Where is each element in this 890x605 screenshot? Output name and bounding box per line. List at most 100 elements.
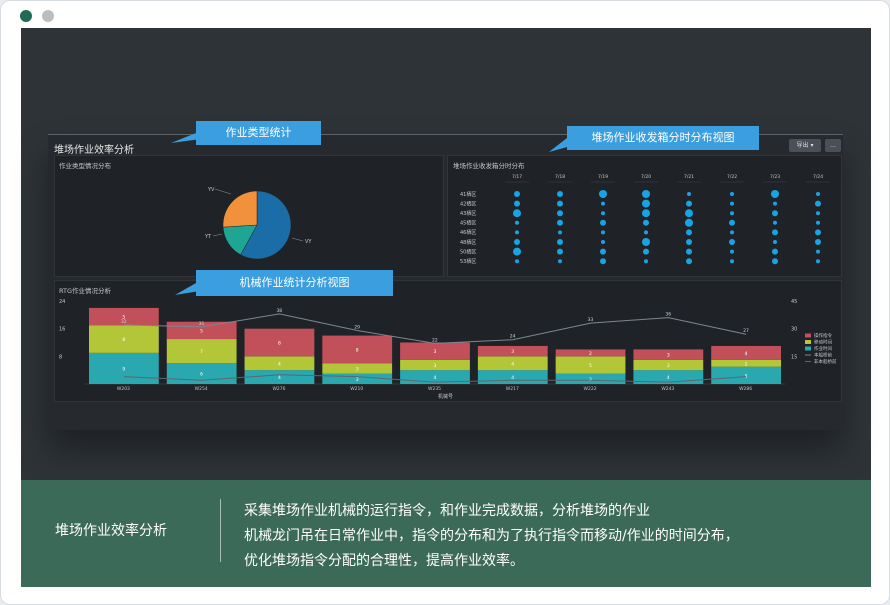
bubble-point xyxy=(601,240,605,244)
footer-description: 采集堆场作业机械的运行指令，和作业完成数据，分析堆场的作业 机械龙门吊在日常作业… xyxy=(244,499,844,574)
bubble-point xyxy=(685,209,693,218)
bubble-point xyxy=(816,259,820,264)
bubble-point xyxy=(643,248,649,255)
rtg-panel-title: RTG作业情况分析 xyxy=(59,287,112,295)
bubble-row-label: 53栖区 xyxy=(460,258,476,265)
bubble-point xyxy=(772,229,778,236)
bubble-point xyxy=(600,248,606,255)
rtg-bar-segment xyxy=(89,307,159,326)
rtg-bar-value: 3 xyxy=(356,366,359,372)
bubble-point xyxy=(642,209,650,218)
rtg-category-label: W210 xyxy=(350,386,363,392)
pie-slice-vy xyxy=(240,190,292,260)
rtg-ytick-right: 30 xyxy=(791,327,797,333)
rtg-marks: 81624153045985W203675W254448W276338W2104… xyxy=(59,299,837,392)
rtg-category-label: W203 xyxy=(117,386,130,392)
rtg-bar-segment xyxy=(477,356,548,371)
bubble-point xyxy=(557,239,563,245)
pie-chart: YV YT VY xyxy=(204,187,312,260)
more-button[interactable]: ... xyxy=(825,139,841,152)
rtg-legend-label: 操作指令 xyxy=(814,332,832,339)
bubble-point xyxy=(515,230,519,235)
rtg-category-label: W286 xyxy=(739,386,752,392)
rtg-line-value: 38 xyxy=(276,308,282,314)
bubble-point xyxy=(599,190,607,198)
bubble-date-label: 7/24 xyxy=(813,174,823,180)
callout-machine-tail xyxy=(175,283,200,295)
rtg-line-series xyxy=(123,374,747,383)
rtg-bar-value: 5 xyxy=(589,363,592,369)
bubble-point xyxy=(643,219,649,226)
bubble-point xyxy=(558,259,562,264)
bubble-point xyxy=(514,239,520,245)
window-close-dot[interactable] xyxy=(20,10,32,22)
bubble-point xyxy=(772,248,778,255)
bubble-row-label: 50栖区 xyxy=(460,248,476,255)
rtg-bar-value: 4 xyxy=(667,375,670,381)
rtg-bar-value: 6 xyxy=(200,372,203,378)
rtg-bar-value: 4 xyxy=(434,375,437,381)
pie-panel: 作业类型情况分布 YV YT VY xyxy=(54,155,444,277)
rtg-line-value: 33 xyxy=(588,317,594,323)
bubble-point xyxy=(730,230,734,235)
callout-job-type-tail xyxy=(171,133,201,143)
bubble-point xyxy=(730,211,734,216)
rtg-bar-value: 5 xyxy=(122,315,125,321)
bubble-point xyxy=(730,192,734,196)
bubble-row-label: 43栖区 xyxy=(460,210,476,217)
pie-leader-yt xyxy=(212,233,223,237)
window-minimize-dot[interactable] xyxy=(42,10,54,22)
rtg-line-series xyxy=(123,313,747,344)
rtg-bar-value: 5 xyxy=(200,328,203,334)
dashboard-title: 堆场作业效率分析 xyxy=(54,145,134,156)
dashboard-stage: 堆场作业效率分析 导出 ▾ ... 作业类型情况分布 YV YT VY 堆场作业… xyxy=(21,28,871,480)
bubble-point xyxy=(773,240,777,244)
rtg-category-label: W222 xyxy=(584,386,597,392)
bubble-date-label: 7/20 xyxy=(641,174,651,180)
export-button[interactable]: 导出 ▾ xyxy=(789,139,821,152)
rtg-bar-segment xyxy=(477,345,548,357)
bubble-point xyxy=(815,200,821,207)
rtg-bar-value: 8 xyxy=(356,347,359,353)
bubble-point xyxy=(686,229,692,236)
pie-labels: YV YT VY xyxy=(204,187,312,245)
rtg-bar-segment xyxy=(244,370,315,384)
footer-banner: 堆场作业效率分析 采集堆场作业机械的运行指令，和作业完成数据，分析堆场的作业 机… xyxy=(21,480,871,587)
bubble-row-label: 42栖区 xyxy=(460,200,476,207)
bubble-panel-title: 堆场作业收发箱分时分布 xyxy=(453,162,525,170)
bubble-point xyxy=(730,259,734,264)
rtg-bar-value: 3 xyxy=(434,363,437,369)
callout-bubble-tail xyxy=(549,138,571,152)
rtg-line-value: 22 xyxy=(432,337,438,343)
bubble-date-label: 7/23 xyxy=(770,174,780,180)
rtg-bar-value: 8 xyxy=(278,341,281,347)
bubble-point xyxy=(557,191,563,197)
pie-slices xyxy=(222,190,292,260)
bubble-point xyxy=(771,190,779,198)
rtg-category-label: W276 xyxy=(272,386,285,392)
rtg-bar-value: 9 xyxy=(122,366,125,372)
rtg-ytick-left: 16 xyxy=(59,327,65,333)
bubble-point xyxy=(644,230,648,235)
rtg-bar-value: 3 xyxy=(356,377,359,383)
bubble-point xyxy=(729,239,735,245)
rtg-bar-value: 2 xyxy=(745,361,748,367)
rtg-bar-segment xyxy=(244,328,315,357)
bubble-point xyxy=(557,200,563,207)
rtg-bar-value: 3 xyxy=(434,349,437,355)
rtg-bar-value: 4 xyxy=(745,351,748,357)
bubble-point xyxy=(513,209,521,218)
bubble-point xyxy=(601,201,605,206)
rtg-legend-label: 非本船桥前 xyxy=(814,358,837,365)
bubble-point xyxy=(816,192,820,196)
rtg-bar-value: 2 xyxy=(589,351,592,357)
rtg-ytick-left: 8 xyxy=(59,354,62,360)
rtg-bar-segment xyxy=(322,363,393,374)
pie-slice-yv xyxy=(222,190,258,228)
dashboard-divider xyxy=(48,134,843,135)
bubble-point xyxy=(773,220,777,225)
rtg-bar-segment xyxy=(89,352,159,384)
bubble-point xyxy=(730,249,734,254)
